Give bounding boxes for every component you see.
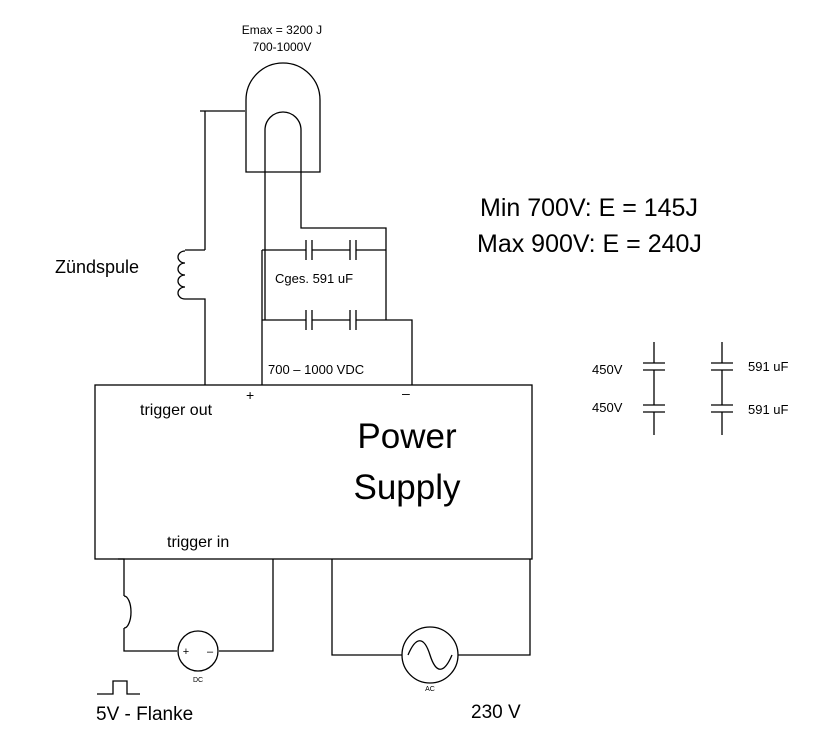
ac-circuit <box>331 559 531 656</box>
energy-max-label: Max 900V: E = 240J <box>477 230 702 258</box>
negative-terminal-label: – <box>402 385 410 401</box>
flash-lamp <box>245 62 321 173</box>
dc-tag-label: DC <box>193 677 203 684</box>
ac-tag-label: AC <box>425 686 435 693</box>
lamp-voltage-label: 700-1000V <box>253 40 312 54</box>
legend-capacitance-1: 591 uF <box>748 359 789 374</box>
legend-capacitor-450v <box>643 342 665 435</box>
power-supply-title-line2: Supply <box>353 468 461 507</box>
trigger-out-label: trigger out <box>140 402 213 419</box>
ac-source <box>401 626 459 684</box>
capacitor-bank <box>261 240 413 385</box>
ignition-coil <box>177 249 206 385</box>
power-supply-box <box>94 384 533 560</box>
power-supply-title-line1: Power <box>357 417 457 456</box>
flank-label: 5V - Flanke <box>96 704 193 725</box>
legend-voltage-2: 450V <box>592 400 623 415</box>
dc-minus-label: – <box>207 646 214 658</box>
legend-voltage-1: 450V <box>592 362 623 377</box>
dc-plus-label: + <box>183 646 189 658</box>
legend-capacitor-591uf <box>711 342 733 435</box>
trigger-in-label: trigger in <box>167 534 229 551</box>
dc-source <box>177 630 219 672</box>
legend-capacitance-2: 591 uF <box>748 402 789 417</box>
capbank-label: Cges. 591 uF <box>275 271 353 286</box>
coil-label: Zündspule <box>55 257 139 277</box>
trigger-in-circuit <box>118 558 274 652</box>
vdc-label: 700 – 1000 VDC <box>268 362 364 377</box>
mains-label: 230 V <box>471 702 521 723</box>
lamp-emax-label: Emax = 3200 J <box>242 23 322 37</box>
energy-min-label: Min 700V: E = 145J <box>480 194 698 222</box>
pulse-symbol <box>97 680 140 695</box>
positive-terminal-label: + <box>246 387 254 403</box>
lamp-lead-right <box>300 172 387 250</box>
